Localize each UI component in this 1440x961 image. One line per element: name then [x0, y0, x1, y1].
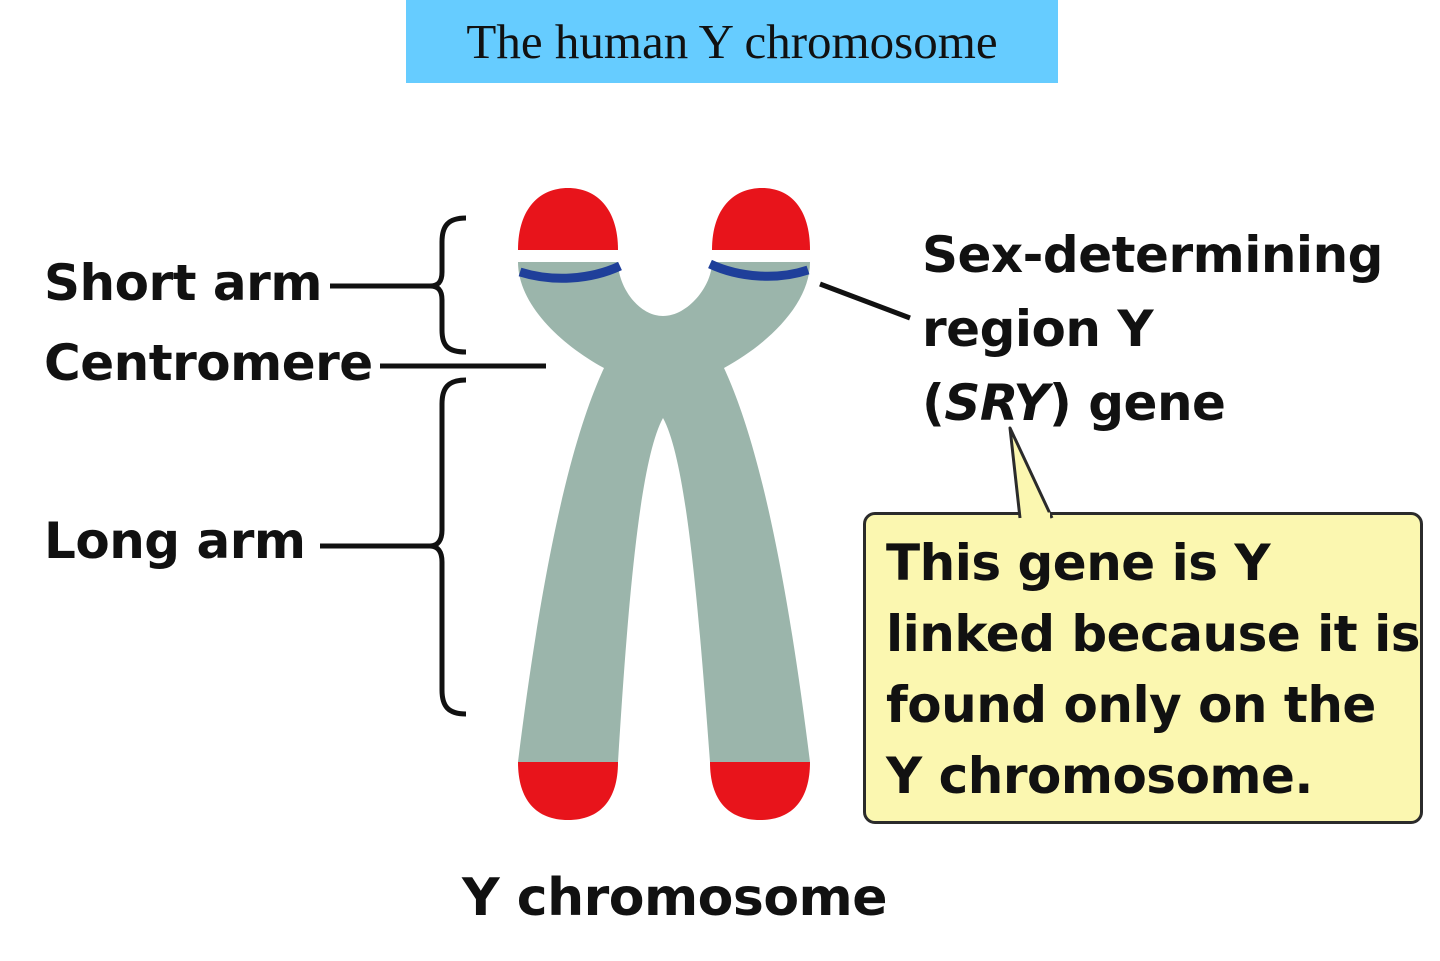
sry-label-line-2: region Y: [922, 300, 1154, 358]
callout-text: This gene is Y linked because it is foun…: [886, 528, 1421, 812]
telomere-bottom-left: [518, 762, 618, 820]
callout-line: found only on the: [886, 676, 1376, 734]
chromosome-body: [518, 262, 810, 762]
sry-gene-suffix: ) gene: [1049, 374, 1226, 432]
sry-band-right: [708, 259, 810, 281]
callout-box: [863, 512, 1423, 824]
sry-gene-symbol: SRY: [944, 374, 1049, 432]
chromosome-caption: Y chromosome: [462, 868, 888, 928]
sry-band-left: [518, 261, 622, 283]
callout-line: linked because it is: [886, 605, 1421, 663]
sry-open-paren: (: [922, 374, 945, 432]
sry-label-line-1: Sex-determining: [922, 226, 1383, 284]
telomere-bottom-right: [710, 762, 810, 820]
callout-line: This gene is Y: [886, 534, 1271, 592]
page-title: The human Y chromosome: [466, 14, 998, 69]
long-arm-label: Long arm: [44, 512, 306, 570]
sry-pointer: [819, 281, 911, 321]
telomere-top-right: [712, 188, 810, 250]
callout-tail: [1008, 426, 1054, 519]
short-arm-label: Short arm: [44, 254, 322, 312]
title-background: [406, 0, 1058, 83]
title-banner: The human Y chromosome: [406, 0, 1058, 83]
sry-label: Sex-determining region Y (SRY) gene: [922, 218, 1383, 440]
callout-line: Y chromosome.: [886, 747, 1313, 805]
sry-label-line-3: (SRY) gene: [922, 366, 1383, 440]
telomere-top-left: [518, 188, 618, 250]
centromere-label: Centromere: [44, 334, 373, 392]
